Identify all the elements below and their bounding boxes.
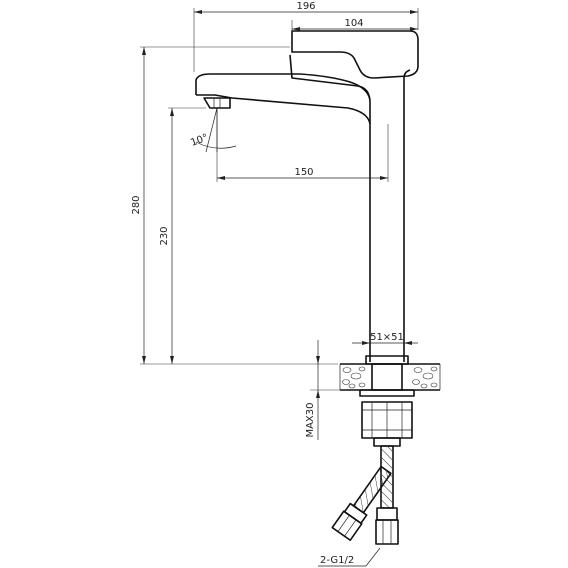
mounting-nut: [361, 401, 413, 447]
stone-texture-right: [412, 366, 438, 389]
dimension-lines: [140, 8, 419, 567]
dim-handle-length: 104: [344, 18, 363, 29]
dim-body-section: 51×51: [370, 332, 404, 343]
stone-texture-left: [342, 366, 366, 389]
dim-spout-height: 230: [159, 226, 170, 245]
dim-max-counter-thickness: MAX30: [305, 402, 316, 437]
countertop-section: [339, 363, 441, 397]
dim-total-width: 196: [296, 1, 315, 12]
dim-total-height: 280: [131, 195, 142, 214]
dim-spout-reach: 150: [294, 167, 313, 178]
dim-hose-thread: 2-G1/2: [320, 555, 354, 566]
faucet-outline: [195, 30, 419, 365]
supply-hoses: [331, 445, 399, 545]
